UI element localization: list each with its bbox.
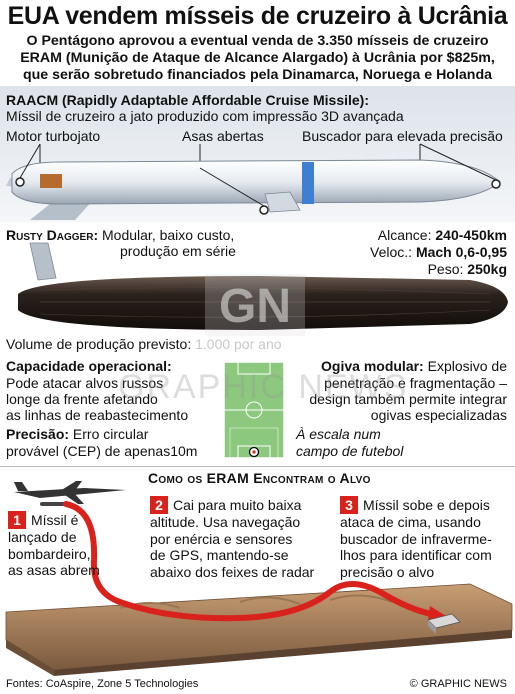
spec-range-value: 240-450km — [435, 227, 507, 243]
spec-speed-label: Veloc.: — [370, 244, 413, 260]
rusty-dagger-illustration: GN — [18, 242, 508, 336]
step-3-line-4: lhos para identificar com — [340, 547, 492, 563]
step-1-line-3: bombardeiro, — [8, 545, 91, 562]
how-title: Como os ERAM Encontram o Alvo — [148, 470, 371, 486]
warhead-line-1: Explosivo de — [423, 358, 507, 374]
spec-weight-label: Peso: — [427, 261, 464, 277]
step-1-number: 1 — [8, 511, 26, 529]
production-value: 1.000 por ano — [195, 336, 282, 352]
precision-line-2: provável (CEP) de apenas10m — [6, 443, 198, 459]
warhead-line-4: ogivas especializadas — [370, 407, 507, 423]
label-wings: Asas abertas — [182, 128, 264, 144]
step-2-line-1: Cai para muito baixa — [173, 497, 302, 513]
step-2-line-5: abaixo dos feixes de radar — [150, 563, 315, 580]
section-divider — [0, 466, 515, 467]
step-3: 3 Míssil sobe e depois ataca de cima, usa… — [340, 496, 492, 580]
spec-weight-value: 250kg — [467, 261, 507, 277]
label-seeker: Buscador para elevada precisão — [302, 128, 503, 144]
target-building-icon — [427, 613, 461, 634]
football-pitch-scale — [223, 361, 285, 459]
capacity-line-2: longe da frente afetando — [6, 391, 158, 407]
step-2-line-2: altitude. Usa navegação — [150, 514, 301, 530]
page-title: EUA vendem mísseis de cruzeiro à Ucrânia — [7, 2, 508, 30]
spec-speed: Veloc.: Mach 0,6-0,95 — [337, 244, 507, 261]
step-3-line-5: precisão o alvo — [340, 563, 435, 580]
rusty-dagger-name: Rusty Dagger: — [6, 227, 99, 243]
capacity-line-3: as linhas de reabastecimento — [6, 407, 189, 423]
bomber-aircraft-icon — [14, 481, 126, 504]
production-label: Volume de produção previsto: — [6, 336, 192, 352]
flight-path-illustration — [5, 481, 513, 676]
spec-range: Alcance: 240-450km — [337, 227, 507, 244]
raacm-heading: RAACM (Rapidly Adaptable Affordable Crui… — [6, 92, 370, 108]
capacity-heading: Capacidade operacional: — [6, 358, 172, 374]
warhead-heading: Ogiva modular: — [321, 358, 424, 374]
page-subtitle: O Pentágono aprovou a eventual venda de … — [20, 33, 495, 83]
missile-flight-path — [63, 501, 435, 622]
rusty-dagger-desc-1: Modular, baixo custo, — [98, 227, 235, 243]
spec-range-label: Alcance: — [377, 227, 432, 243]
step-2-line-4: de GPS, mantendo-se — [150, 547, 289, 563]
warhead-line-3: design também permite integrar — [309, 391, 507, 407]
capacity-line-1: Pode atacar alvos russos — [6, 375, 164, 391]
precision-line-1: Precisão: Erro circular — [6, 426, 148, 443]
step-1-line-2: lançado de — [8, 529, 77, 545]
rusty-dagger-label: Rusty Dagger: Modular, baixo custo, — [6, 227, 234, 244]
raacm-description: Míssil de cruzeiro a jato produzido com … — [6, 108, 404, 124]
precision-heading: Precisão: — [6, 426, 70, 442]
step-2: 2 Cai para muito baixa altitude. Usa nave… — [150, 496, 314, 580]
step-2-line-3: por enércia e sensores — [150, 530, 293, 547]
scale-note-1: À escala num — [296, 426, 381, 442]
launched-missile-icon — [40, 502, 66, 506]
step-3-line-3: buscador de infraverme- — [340, 530, 492, 547]
gn-logo-watermark: GN — [205, 274, 305, 336]
step-1-line-4: as asas abrem — [8, 562, 100, 578]
scale-note-2: campo de futebol — [296, 443, 404, 459]
footer-sources: Fontes: CoAspire, Zone 5 Technologies — [6, 678, 199, 690]
blue-band — [302, 162, 314, 204]
step-3-number: 3 — [340, 496, 358, 514]
step-2-number: 2 — [150, 496, 168, 514]
spec-speed-value: Mach 0,6-0,95 — [415, 244, 507, 260]
rusty-dagger-desc-2: produção em série — [120, 243, 236, 259]
watermark-text: GRAPHIC NEWS — [118, 368, 409, 406]
precision-text-1: Erro circular — [69, 426, 149, 442]
spec-weight: Peso: 250kg — [337, 261, 507, 278]
step-1: 1 Míssil é lançado de bombardeiro, as asa… — [8, 511, 100, 579]
raacm-missile-illustration — [6, 143, 501, 220]
label-engine: Motor turbojato — [6, 128, 101, 144]
svg-text:GN: GN — [219, 280, 291, 333]
step-3-line-1: Míssil sobe e depois — [363, 497, 490, 513]
warhead-line-0: Ogiva modular: Explosivo de — [297, 358, 507, 375]
footer-credit: © GRAPHIC NEWS — [409, 678, 507, 690]
warhead-line-2: penetração e fragmentação – — [324, 375, 507, 391]
step-3-line-2: ataca de cima, usando — [340, 514, 481, 530]
production-volume: Volume de produção previsto: 1.000 por a… — [6, 336, 282, 353]
step-1-line-1: Míssil é — [31, 512, 79, 528]
